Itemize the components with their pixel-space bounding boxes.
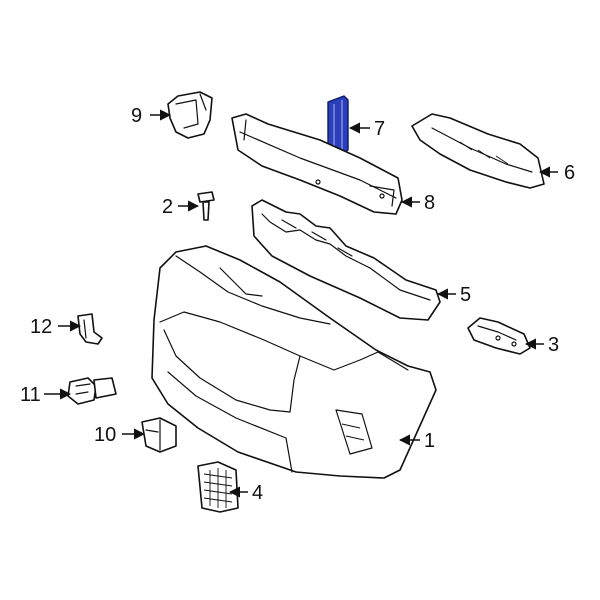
- part-10-connector[interactable]: [141, 417, 177, 453]
- part-1-bumper-cover[interactable]: [151, 245, 437, 479]
- callout-3: 3: [548, 334, 559, 356]
- callout-10: 10: [94, 424, 116, 446]
- callout-6: 6: [564, 162, 575, 184]
- callout-2: 2: [162, 196, 173, 218]
- part-4-grille[interactable]: [197, 461, 239, 513]
- callout-leaders: [44, 109, 558, 498]
- callout-1: 1: [424, 430, 435, 452]
- callout-5: 5: [460, 284, 471, 306]
- part-3-bracket[interactable]: [467, 317, 531, 355]
- part-8-reinforcement-beam[interactable]: [231, 113, 403, 215]
- part-6-splash-shield[interactable]: [411, 113, 545, 189]
- part-2-bolt[interactable]: [197, 191, 215, 221]
- part-5-energy-absorber[interactable]: [251, 199, 441, 321]
- callout-8: 8: [424, 192, 435, 214]
- callout-labels: 9 7 6 2 8 5 12 3 11 1 10 4: [20, 105, 575, 504]
- callout-7: 7: [374, 118, 385, 140]
- callout-11: 11: [20, 384, 41, 406]
- part-11-lamp-socket[interactable]: [67, 377, 117, 405]
- callout-4: 4: [252, 482, 263, 504]
- callout-9: 9: [131, 105, 142, 127]
- callout-12: 12: [30, 316, 52, 338]
- part-9-bracket[interactable]: [167, 91, 213, 139]
- part-12-clip[interactable]: [77, 313, 103, 345]
